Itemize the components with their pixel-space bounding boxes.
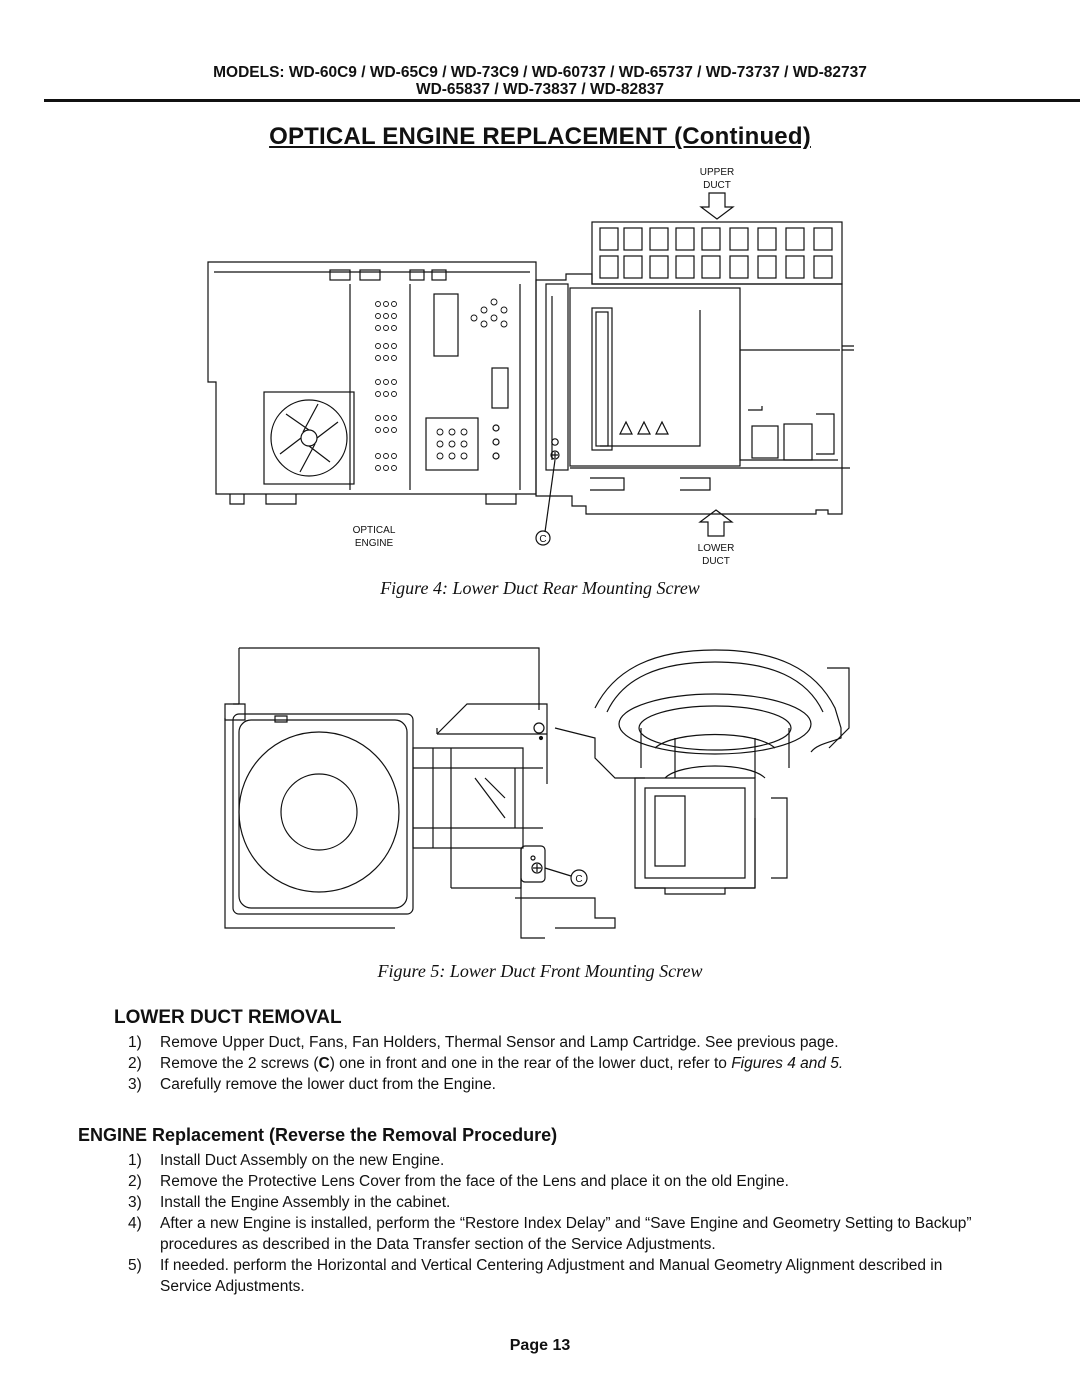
label-screw-c-fig4: C — [539, 534, 546, 545]
list-item: 2)Remove the Protective Lens Cover from … — [128, 1173, 789, 1190]
label-lower-duct-2: DUCT — [702, 556, 730, 567]
list-item: 5)If needed. perform the Horizontal and … — [128, 1257, 943, 1295]
header-rule — [44, 99, 1080, 102]
engine-replacement-steps: 1)Install Duct Assembly on the new Engin… — [128, 1150, 988, 1297]
list-item: 1)Install Duct Assembly on the new Engin… — [128, 1152, 445, 1169]
fan-icon — [263, 391, 355, 485]
models-line-2: WD-65837 / WD-73837 / WD-82837 — [415, 81, 665, 98]
lower-duct-removal-heading: LOWER DUCT REMOVAL — [114, 1007, 342, 1028]
figure-4-diagram: UPPER DUCT — [207, 167, 854, 567]
label-screw-c-fig5: C — [575, 874, 582, 885]
label-upper-duct-1: UPPER — [700, 167, 734, 178]
page-number: Page 13 — [509, 1337, 571, 1354]
label-lower-duct-1: LOWER — [698, 543, 735, 554]
figure-5-caption: Figure 5: Lower Duct Front Mounting Scre… — [377, 961, 703, 981]
engine-replacement-heading: ENGINE Replacement (Reverse the Removal … — [78, 1125, 558, 1145]
screw-callout-c-front — [570, 869, 588, 887]
lower-duct-arrow-icon — [698, 509, 734, 537]
list-item: 2)Remove the 2 screws (C) one in front a… — [128, 1055, 844, 1072]
label-upper-duct-2: DUCT — [703, 180, 731, 191]
list-item: 3)Install the Engine Assembly in the cab… — [128, 1194, 451, 1211]
front-screw-icon — [531, 862, 543, 874]
figure-4-caption: Figure 4: Lower Duct Rear Mounting Screw — [380, 578, 700, 598]
figure-5-diagram: C — [224, 647, 850, 939]
label-optical-engine-2: ENGINE — [355, 538, 394, 549]
duct-grid — [599, 227, 833, 279]
screw-callout-c — [535, 530, 551, 546]
label-optical-engine-1: OPTICAL — [353, 525, 396, 536]
list-item: 3)Carefully remove the lower duct from t… — [128, 1076, 496, 1093]
models-line-1: MODELS: WD-60C9 / WD-65C9 / WD-73C9 / WD… — [213, 64, 867, 81]
upper-duct-arrow-icon — [699, 192, 735, 220]
lower-duct-removal-steps: 1)Remove Upper Duct, Fans, Fan Holders, … — [128, 1032, 1028, 1095]
list-item: 4)After a new Engine is installed, perfo… — [128, 1215, 972, 1253]
list-item: 1)Remove Upper Duct, Fans, Fan Holders, … — [128, 1034, 839, 1051]
page-title: OPTICAL ENGINE REPLACEMENT (Continued) — [269, 123, 811, 150]
